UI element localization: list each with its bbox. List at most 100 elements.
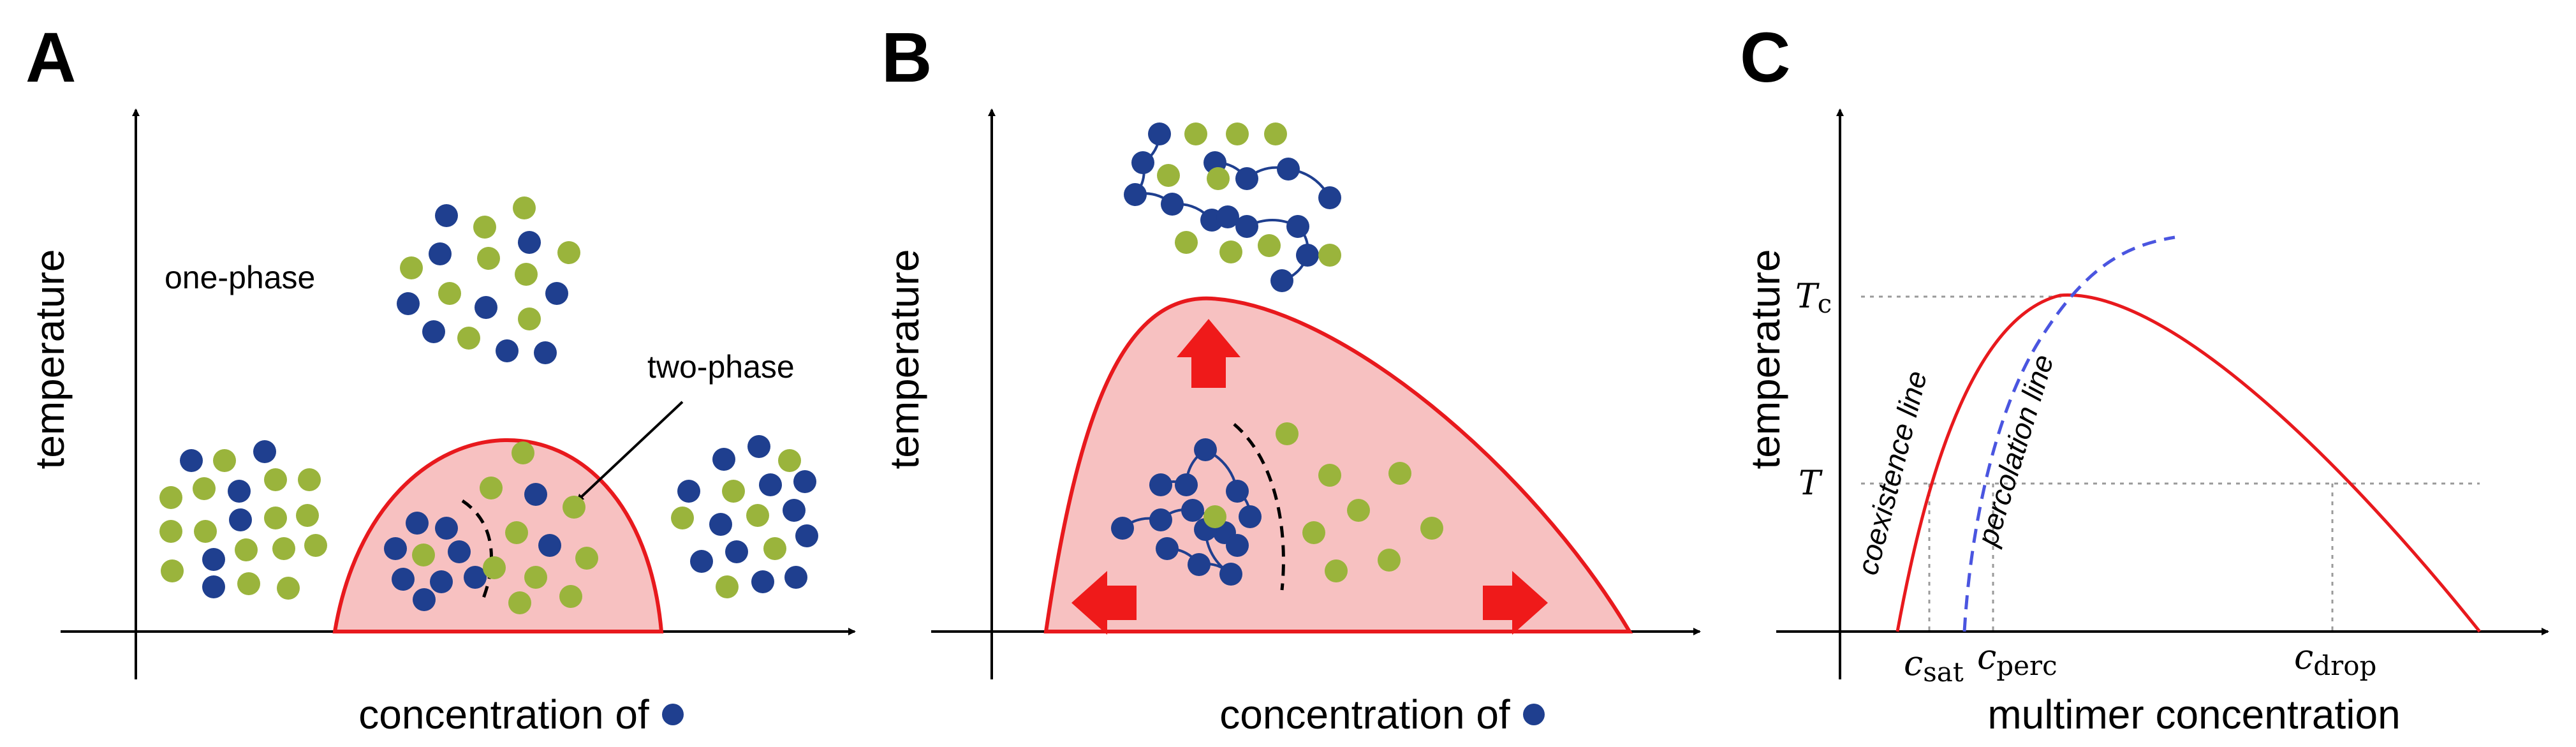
- blue-particle: [496, 339, 519, 362]
- green-particle: [277, 577, 300, 600]
- blue-particle: [1161, 193, 1184, 216]
- green-particle: [296, 504, 319, 527]
- blue-particle: [518, 231, 541, 254]
- panel-a-xlabel-dot: [662, 704, 684, 725]
- green-particle: [575, 547, 598, 570]
- panel-c-coexistence-line: [1895, 293, 2481, 633]
- blue-particle: [422, 320, 445, 343]
- blue-particle: [538, 534, 561, 557]
- green-particle: [194, 520, 217, 543]
- green-particle: [746, 504, 769, 527]
- green-particle: [1378, 549, 1401, 572]
- blue-particle: [524, 483, 547, 506]
- blue-particle: [180, 449, 203, 472]
- green-particle: [524, 566, 547, 589]
- blue-particle: [1296, 244, 1319, 267]
- green-particle: [480, 477, 503, 499]
- green-particle: [505, 521, 528, 544]
- polymer-linker: [1214, 161, 1331, 198]
- blue-particle: [229, 508, 252, 531]
- panel-c-percolation-line: [1962, 235, 2175, 632]
- blue-particle: [228, 480, 251, 503]
- green-particle: [563, 496, 585, 519]
- panel-b-interface-dash: [1233, 423, 1285, 591]
- blue-particle: [709, 513, 732, 536]
- green-particle: [1420, 517, 1443, 540]
- blue-particle: [712, 448, 735, 471]
- blue-particle: [1219, 563, 1242, 586]
- green-particle: [193, 477, 216, 500]
- panel-a-dilute-phase-cluster: [480, 441, 598, 614]
- blue-particle: [1148, 122, 1171, 145]
- panel-c-percolation-label: percolation line: [1970, 351, 2060, 551]
- green-particle: [235, 538, 258, 561]
- green-particle: [671, 507, 694, 529]
- panel-c-tick-t: T: [1799, 464, 1823, 503]
- green-particle: [237, 572, 260, 595]
- blue-particle: [725, 540, 748, 563]
- green-particle: [1388, 462, 1411, 485]
- green-particle: [473, 216, 496, 239]
- green-particle: [438, 282, 461, 305]
- blue-particle: [1226, 534, 1249, 557]
- panel-c-label-cdrop: cdrop: [2294, 637, 2376, 681]
- panel-b-xlabel: concentration of: [1219, 692, 1510, 737]
- blue-particle: [1156, 537, 1179, 560]
- blue-particle: [1277, 158, 1300, 181]
- panel-a-label-one-phase: one-phase: [165, 260, 315, 295]
- blue-particle: [464, 566, 487, 589]
- blue-particle: [435, 517, 458, 540]
- blue-particle: [690, 550, 713, 573]
- green-particle: [159, 486, 182, 509]
- green-particle: [159, 520, 182, 543]
- blue-particle: [1286, 215, 1309, 238]
- blue-particle: [253, 440, 276, 463]
- blue-particle: [677, 480, 700, 503]
- blue-particle: [202, 575, 225, 598]
- blue-particle: [475, 296, 497, 319]
- green-particle: [1175, 231, 1198, 254]
- panel-b-letter: B: [881, 18, 932, 97]
- green-particle: [1276, 422, 1299, 445]
- green-particle: [1184, 122, 1207, 145]
- blue-particle: [545, 282, 568, 305]
- blue-particle: [202, 548, 225, 571]
- blue-particle: [793, 470, 816, 493]
- blue-particle: [406, 512, 429, 535]
- panel-b-arrow-right: [1483, 571, 1548, 635]
- blue-particle: [435, 204, 458, 227]
- blue-particle: [1131, 151, 1154, 174]
- green-particle: [1318, 244, 1341, 267]
- green-particle: [457, 327, 480, 350]
- green-particle: [508, 591, 531, 614]
- panel-a-label-two-phase: two-phase: [647, 349, 795, 385]
- green-particle: [518, 307, 541, 330]
- panel-c: C temperature multimer concentration Tc …: [1740, 18, 2549, 737]
- green-particle: [264, 468, 287, 491]
- blue-particle: [1188, 553, 1211, 576]
- green-particle: [264, 507, 287, 529]
- blue-particle: [392, 568, 415, 591]
- panel-b-network-above-cluster: [1124, 122, 1341, 292]
- panel-b: B temperature concentration of: [881, 18, 1701, 737]
- panel-a-interface-dash: [461, 499, 493, 603]
- blue-particle: [1149, 473, 1172, 496]
- blue-particle: [784, 566, 807, 589]
- blue-particle: [1235, 215, 1258, 238]
- panel-a-letter: A: [26, 18, 76, 97]
- panel-c-label-csat: csat: [1904, 643, 1964, 688]
- panel-a: A temperature concentration of one-phase…: [26, 18, 856, 737]
- green-particle: [1325, 559, 1348, 582]
- blue-particle: [783, 499, 806, 522]
- blue-particle: [397, 292, 420, 315]
- green-particle: [304, 534, 327, 557]
- blue-particle: [747, 435, 770, 458]
- green-particle: [1347, 499, 1370, 522]
- panel-a-left-dilute-cluster: [159, 440, 327, 600]
- panel-b-arrow-left: [1071, 571, 1137, 635]
- green-particle: [412, 544, 435, 566]
- green-particle: [1226, 122, 1249, 145]
- green-particle: [722, 480, 745, 503]
- panel-c-ylabel: temperature: [1742, 249, 1788, 469]
- green-particle: [477, 247, 500, 270]
